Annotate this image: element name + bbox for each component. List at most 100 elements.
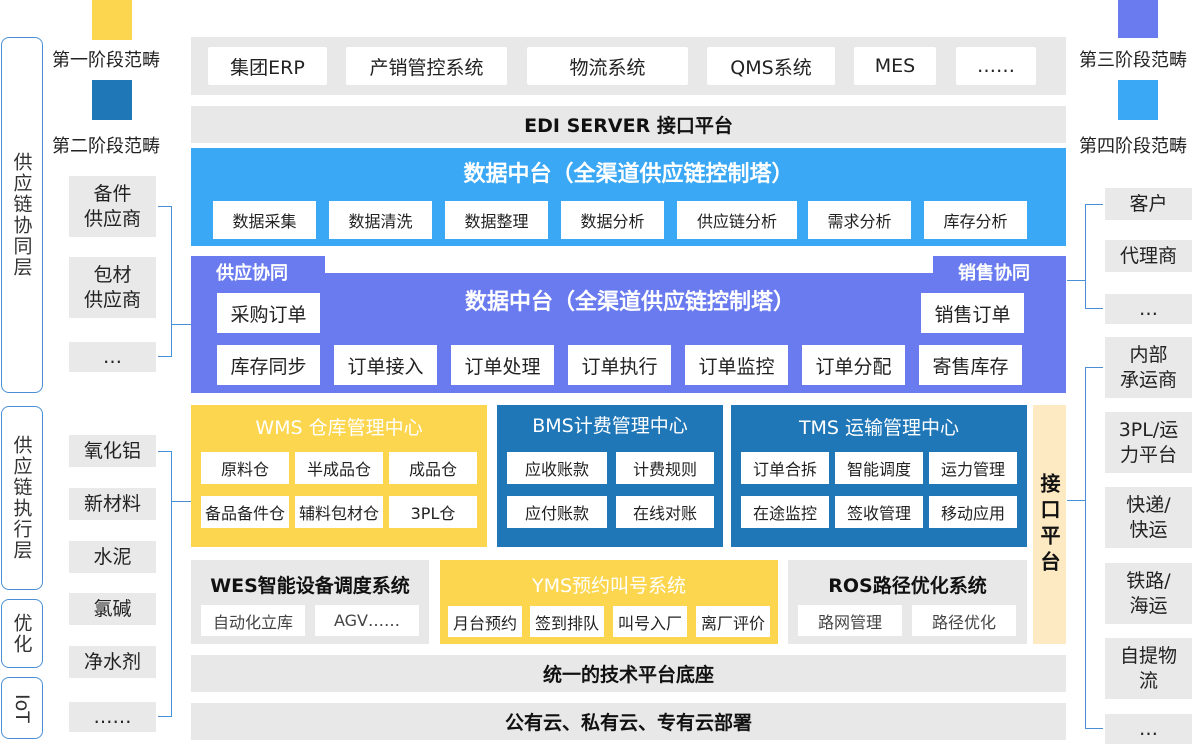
legend-stage3-label: 第三阶段范畴 <box>1079 50 1187 71</box>
tms-item: 智能调度 <box>835 452 923 484</box>
customer-client: 客户 <box>1105 188 1192 220</box>
dm2-item: 订单分配 <box>802 345 905 385</box>
tms-item: 在途监控 <box>741 496 829 528</box>
wms-item: 原料仓 <box>201 452 289 484</box>
supplier-connector <box>172 324 192 325</box>
cloud-deployment: 公有云、私有云、专有云部署 <box>191 703 1066 740</box>
wms-title: WMS 仓库管理中心 <box>255 416 423 439</box>
carrier-connector <box>1067 500 1085 501</box>
legend-stage1-swatch <box>92 0 132 40</box>
tms-item: 签收管理 <box>835 496 923 528</box>
wes-item: AGV…… <box>315 605 419 636</box>
tms-item: 订单合拆 <box>741 452 829 484</box>
dm1-item: 需求分析 <box>808 201 911 239</box>
legend-stage2-swatch <box>92 80 132 120</box>
carrier-more: … <box>1105 714 1192 744</box>
supply-coop-tag: 供应协同 <box>216 263 288 284</box>
wms-item: 辅料包材仓 <box>295 496 383 528</box>
layer-iot-label: IoT <box>11 693 33 723</box>
dm1-item: 库存分析 <box>924 201 1027 239</box>
purchase-order: 采购订单 <box>217 293 320 333</box>
supplier-more: … <box>69 342 156 372</box>
carrier-bracket <box>1085 367 1103 729</box>
dm2-item: 订单处理 <box>451 345 554 385</box>
tech-platform-base: 统一的技术平台底座 <box>191 655 1066 692</box>
legend-stage4-swatch <box>1118 80 1158 120</box>
material-chlor-alkali: 氯碱 <box>69 593 156 625</box>
material-bracket <box>158 451 172 717</box>
carrier-rail-sea: 铁路/ 海运 <box>1105 563 1192 624</box>
material-more: …… <box>69 702 156 732</box>
dm2-item: 订单接入 <box>334 345 437 385</box>
dm1-item: 数据整理 <box>445 201 548 239</box>
erp-prod-sales: 产销管控系统 <box>346 47 507 85</box>
erp-group-erp: 集团ERP <box>208 47 327 85</box>
legend-stage2-label: 第二阶段范畴 <box>52 136 160 157</box>
carrier-express: 快递/ 快运 <box>1105 487 1192 548</box>
customer-bracket <box>1085 204 1103 309</box>
tms-item: 移动应用 <box>929 496 1017 528</box>
legend-stage3-swatch <box>1118 0 1158 38</box>
material-connector <box>172 501 192 502</box>
sales-coop-tag: 销售协同 <box>958 263 1030 284</box>
carrier-internal: 内部 承运商 <box>1105 337 1192 398</box>
yms-item: 月台预约 <box>448 606 522 637</box>
wms-item: 3PL仓 <box>389 496 477 528</box>
erp-mes: MES <box>854 47 936 85</box>
layer-iot: IoT <box>1 677 43 739</box>
dm1-item: 数据分析 <box>561 201 664 239</box>
sales-order: 销售订单 <box>921 293 1024 333</box>
layer-supply-chain-coop: 供应链协同层 <box>1 37 43 393</box>
customer-agent: 代理商 <box>1105 240 1192 272</box>
wms-item: 半成品仓 <box>295 452 383 484</box>
bms-item: 应收账款 <box>507 452 607 484</box>
bms-title: BMS计费管理中心 <box>532 414 688 437</box>
carrier-3pl: 3PL/运 力平台 <box>1105 412 1192 473</box>
customer-connector <box>1067 280 1085 281</box>
layer-exec-label: 供应链执行层 <box>10 435 33 561</box>
interface-platform: 接口平台 <box>1033 405 1066 644</box>
dm2-item: 库存同步 <box>217 345 320 385</box>
dm1-item: 供应链分析 <box>677 201 797 239</box>
yms-item: 离厂评价 <box>696 606 770 637</box>
material-cement: 水泥 <box>69 541 156 573</box>
supply-coop-notch <box>325 256 933 273</box>
wms-item: 成品仓 <box>389 452 477 484</box>
supplier-packaging: 包材 供应商 <box>69 257 156 318</box>
data-platform-purple-title: 数据中台（全渠道供应链控制塔） <box>464 290 795 315</box>
customer-more: … <box>1105 294 1192 324</box>
legend-stage4-label: 第四阶段范畴 <box>1079 136 1187 157</box>
ros-item: 路网管理 <box>798 605 902 636</box>
wes-title: WES智能设备调度系统 <box>210 574 410 597</box>
yms-item: 叫号入厂 <box>613 606 687 637</box>
legend-stage1-label: 第一阶段范畴 <box>52 50 160 71</box>
layer-opt-label: 优化 <box>10 612 33 655</box>
tms-title: TMS 运输管理中心 <box>798 416 960 439</box>
dm2-item: 寄售库存 <box>919 345 1022 385</box>
wes-item: 自动化立库 <box>201 605 305 636</box>
bms-item: 应付账款 <box>507 496 607 528</box>
layer-coop-label: 供应链协同层 <box>10 152 33 278</box>
yms-item: 签到排队 <box>530 606 604 637</box>
data-platform-blue-title: 数据中台（全渠道供应链控制塔） <box>463 162 794 187</box>
material-water-purifier: 净水剂 <box>69 646 156 678</box>
material-alumina: 氧化铝 <box>69 435 156 467</box>
wms-item: 备品备件仓 <box>201 496 289 528</box>
material-new: 新材料 <box>69 488 156 520</box>
interface-platform-label: 接口平台 <box>1037 472 1061 577</box>
bms-item: 计费规则 <box>616 452 714 484</box>
erp-logistics: 物流系统 <box>527 47 688 85</box>
layer-optimize: 优化 <box>1 599 43 668</box>
yms-title: YMS预约叫号系统 <box>531 574 687 597</box>
dm2-item: 订单监控 <box>685 345 788 385</box>
tms-item: 运力管理 <box>929 452 1017 484</box>
ros-title: ROS路径优化系统 <box>828 574 987 597</box>
supplier-spare-parts: 备件 供应商 <box>69 176 156 237</box>
dm1-item: 数据采集 <box>213 201 316 239</box>
erp-qms: QMS系统 <box>707 47 835 85</box>
edi-server-bar: EDI SERVER 接口平台 <box>191 106 1066 143</box>
supplier-bracket <box>158 206 172 357</box>
erp-more: …… <box>956 47 1036 85</box>
dm2-item: 订单执行 <box>568 345 671 385</box>
layer-supply-chain-exec: 供应链执行层 <box>1 406 43 590</box>
